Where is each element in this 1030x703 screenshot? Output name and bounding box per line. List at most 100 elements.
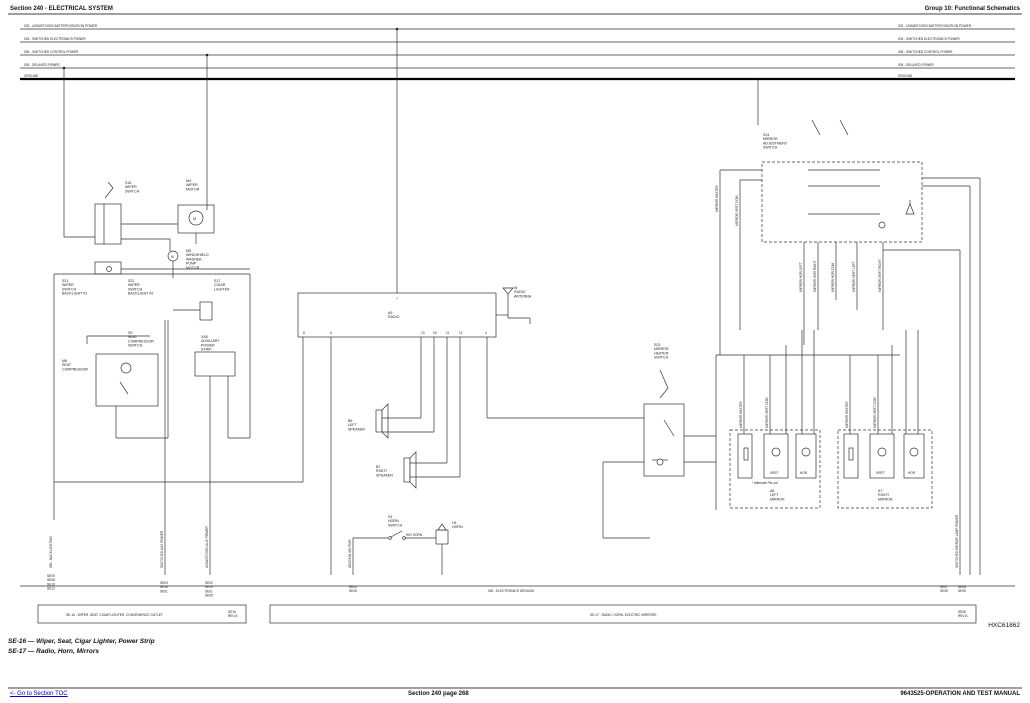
right-hor: HOR bbox=[908, 471, 916, 475]
wire-vert-com-right: MIRROR VERT COM bbox=[873, 397, 877, 428]
wire-hor-com: MIRROR HOR COM bbox=[831, 262, 835, 292]
bus-label-right-0: 002 - UNSWITCHED BATTERY/IGNITION POWER bbox=[898, 24, 972, 28]
footer-page: Section 240 page 268 bbox=[408, 691, 469, 697]
wire-hor-left: MIRROR HOR LEFT bbox=[799, 262, 803, 292]
radio-pin-11: 11 bbox=[446, 331, 450, 335]
power-buses: 002 - UNSWITCHED BATTERY/IGNITION POWER … bbox=[20, 24, 1015, 81]
bus-label-right-1: 004 - SWITCHED ELECTRONICS POWER bbox=[898, 37, 960, 41]
radio-pin-13: 13 bbox=[421, 331, 425, 335]
wire-unsw-aux: UNSWITCHED AUX POWER bbox=[205, 526, 209, 568]
svg-text:M: M bbox=[193, 217, 196, 221]
radio-pin-12: 12 bbox=[459, 331, 463, 335]
radio-pin-6: 6 bbox=[330, 331, 332, 335]
bus-label-left-3: 005 - DELAYED POWER bbox=[24, 63, 60, 67]
wire-heater: MIRROR HEATER bbox=[715, 185, 719, 212]
figure-id: HXC61862 bbox=[988, 622, 1020, 629]
wire-sw-aux: SWITCHED AUX POWER bbox=[160, 530, 164, 568]
group-header: Group 10: Functional Schematics bbox=[924, 6, 1020, 12]
alt-pinout: * Alternate Pin-out bbox=[752, 481, 778, 485]
section-header: Section 240 - ELECTRICAL SYSTEM bbox=[10, 6, 113, 12]
bus-label-left-0: 002 - UNSWITCHED BATTERY/IGNITION POWER bbox=[24, 24, 98, 28]
bus-label-left-1: 004 - SWITCHED ELECTRONICS POWER bbox=[24, 37, 86, 41]
right-vert: VERT bbox=[876, 471, 884, 475]
legend-box-right bbox=[269, 604, 977, 624]
left-hor: HOR bbox=[800, 471, 808, 475]
caption-se16: SE-16 — Wiper, Seat, Cigar Lighter, Powe… bbox=[8, 638, 155, 645]
bus-label-right-3: 005 - DELAYED POWER bbox=[898, 63, 934, 67]
svg-text:M: M bbox=[171, 255, 174, 259]
footer-manual: 9643525-OPERATION AND TEST MANUAL bbox=[900, 691, 1020, 697]
go-to-section-toc-link[interactable]: <- Go to Section TOC bbox=[10, 691, 68, 697]
wire-vert-com-left: MIRROR VERT COM bbox=[765, 397, 769, 428]
wire-vert-com-top: MIRROR VERT COM bbox=[735, 195, 739, 226]
wire-vert-left: MIRROR VERT LEFT bbox=[852, 261, 856, 292]
bus-label-right-4: GROUND bbox=[898, 74, 913, 78]
bus-label-right-2: 006 - SWITCHED CONTROL POWER bbox=[898, 50, 953, 54]
legend-box-left bbox=[37, 604, 247, 624]
radio-pin-8: 8 bbox=[303, 331, 305, 335]
left-vert: VERT bbox=[770, 471, 778, 475]
wire-horn: H02 HORN bbox=[406, 533, 423, 537]
legend-right-title: SE-17 - RADIO, HORN, ELECTRIC MIRRORS bbox=[590, 613, 656, 617]
legend-left-title: SE-16 - WIPER, SEAT, CIGAR LIGHTER, CONV… bbox=[66, 613, 163, 617]
wire-heater-left: MIRROR HEATER bbox=[739, 401, 743, 428]
caption-se17: SE-17 — Radio, Horn, Mirrors bbox=[8, 648, 100, 655]
bus-label-left-4: GROUND bbox=[24, 74, 39, 78]
radio-pin-7: 7 bbox=[396, 297, 398, 301]
wire-backlight: 050 - BACKLIGHTING bbox=[49, 536, 53, 568]
wire-heater-right: MIRROR HEATER bbox=[845, 401, 849, 428]
bus-label-left-2: 006 - SWITCHED CONTROL POWER bbox=[24, 50, 79, 54]
radio-pin-15: 15 bbox=[433, 331, 437, 335]
wire-mirror-backlight: SWITCHED MIRROR LAMP POWER bbox=[955, 514, 959, 568]
wire-hor-right: MIRROR HOR RIGHT bbox=[813, 260, 817, 292]
ground-label: 000 - ELECTRONICS GROUND bbox=[488, 589, 535, 593]
wire-ign-sw: IGNITION SW PWR bbox=[348, 539, 352, 568]
wire-vert-right: MIRROR VERT RIGHT bbox=[878, 259, 882, 292]
radio-pin-4: 4 bbox=[485, 331, 487, 335]
